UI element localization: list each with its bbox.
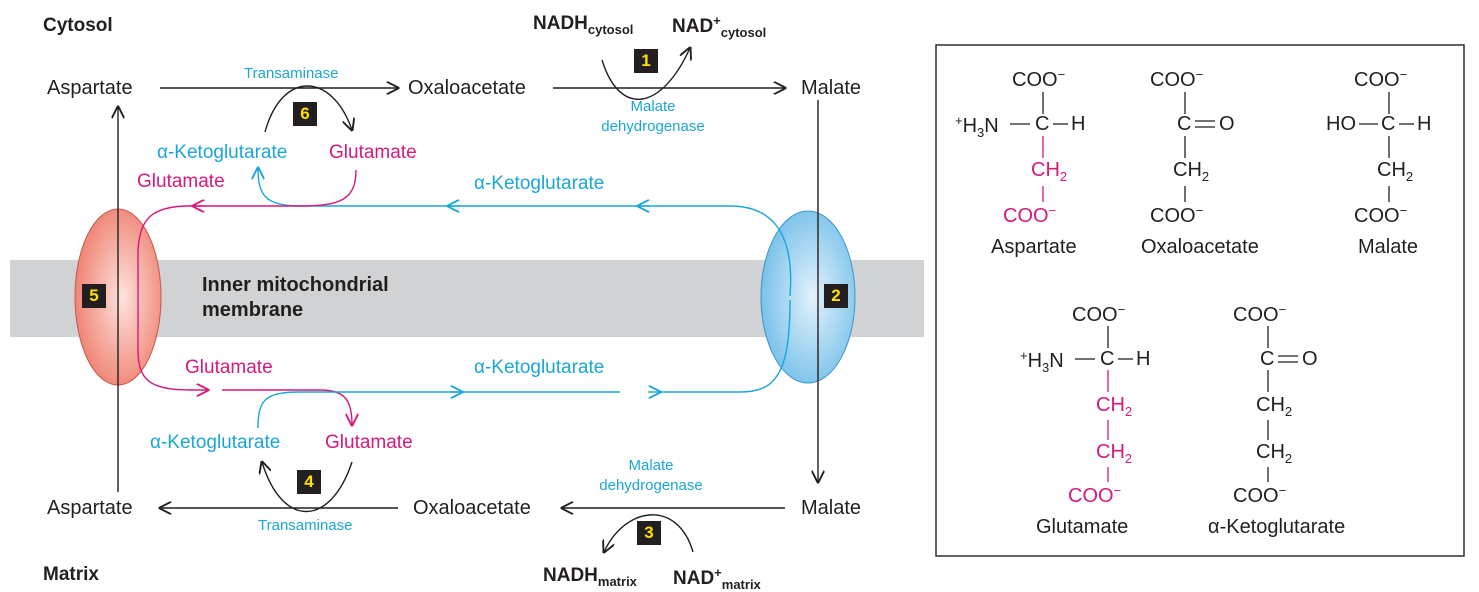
glutamate-alpha-c: C: [1100, 348, 1115, 370]
oxaloacetate-name: Oxaloacetate: [1141, 236, 1259, 258]
akg-ch2-2: CH2: [1256, 441, 1293, 466]
malate-coo-top: COO−: [1354, 67, 1408, 91]
glutamate-cytosol-transaminase: Glutamate: [329, 142, 417, 163]
malate-matrix: Malate: [801, 497, 862, 519]
akg-c: C: [1260, 348, 1275, 370]
glu-path-cytosol: [137, 169, 357, 390]
oxaloacetate-o: O: [1219, 113, 1235, 135]
curve-step-6: [264, 85, 352, 132]
malate-cytosol: Malate: [801, 77, 862, 99]
oxaloacetate-matrix: Oxaloacetate: [413, 497, 531, 519]
curve-step-1: [601, 48, 690, 100]
akg-path-matrix: [257, 391, 620, 429]
oxaloacetate-coo-top: COO−: [1150, 67, 1204, 91]
akg-bonds: [1267, 326, 1298, 482]
membrane-label-line1: Inner mitochondrial: [202, 274, 389, 296]
akg-ch2-1: CH2: [1256, 394, 1293, 419]
malate-coo-bottom: COO−: [1354, 203, 1408, 227]
step-3-badge: 3: [637, 521, 661, 545]
step-1-badge: 1: [634, 49, 658, 73]
glutamate-cytosol-transport: Glutamate: [137, 171, 225, 192]
curve-step-3: [604, 514, 694, 552]
matrix-label: Matrix: [43, 564, 99, 585]
nad-cytosol: NAD+cytosol: [672, 13, 767, 40]
step-6-badge: 6: [293, 102, 317, 126]
membrane-label-line2: membrane: [202, 299, 304, 321]
malate-ch2: CH2: [1377, 159, 1414, 184]
malate-dh-cytosol-line2: dehydrogenase: [601, 118, 705, 135]
transporter-2-ellipse: [760, 210, 856, 384]
oxaloacetate-coo-bottom: COO−: [1150, 203, 1204, 227]
aspartate-h3n: +H3N: [955, 113, 999, 140]
glutamate-ch2-1: CH2: [1096, 394, 1133, 419]
nad-matrix: NAD+matrix: [673, 565, 761, 592]
malate-name: Malate: [1358, 236, 1419, 258]
glutamate-bonds: [1075, 326, 1133, 360]
glutamate-coo-side: COO−: [1068, 483, 1122, 507]
akg-matrix-transaminase: α-Ketoglutarate: [150, 432, 281, 453]
structures-box: [935, 44, 1465, 557]
akg-path-matrix-exit: [660, 299, 791, 393]
malate-dh-matrix-line1: Malate: [628, 457, 674, 474]
glutamate-ch2-2: CH2: [1096, 441, 1133, 466]
aspartate-ch2: CH2: [1031, 159, 1068, 184]
cytosol-label: Cytosol: [43, 15, 113, 36]
curve-step-4: [262, 462, 353, 513]
step-2-badge: 2: [824, 284, 848, 308]
akg-coo-top: COO−: [1233, 302, 1287, 326]
glutamate-matrix-transport: Glutamate: [185, 357, 273, 378]
aspartate-h: H: [1071, 113, 1086, 135]
nadh-matrix: NADHmatrix: [543, 565, 637, 589]
glu-path-matrix: [222, 389, 352, 425]
malate-dh-matrix-line2: dehydrogenase: [599, 477, 703, 494]
glutamate-h3n: +H3N: [1020, 348, 1064, 375]
malate-dh-cytosol-line1: Malate: [630, 98, 676, 115]
malate-bonds: [1359, 92, 1414, 202]
malate-c: C: [1381, 113, 1396, 135]
oxaloacetate-bonds: [1184, 92, 1215, 202]
aspartate-bonds: [1010, 92, 1068, 125]
oxaloacetate-cytosol: Oxaloacetate: [408, 77, 526, 99]
akg-coo-bottom: COO−: [1233, 483, 1287, 507]
akg-path-cytosol: [258, 168, 792, 297]
step-4-badge: 4: [297, 470, 321, 494]
aspartate-cytosol: Aspartate: [47, 77, 133, 99]
glutamate-h: H: [1136, 348, 1151, 370]
step-5-badge: 5: [82, 284, 106, 308]
malate-ho: HO: [1326, 113, 1356, 135]
nadh-cytosol: NADHcytosol: [533, 13, 634, 37]
akg-cytosol-transport: α-Ketoglutarate: [474, 173, 605, 194]
akg-o: O: [1302, 348, 1318, 370]
oxaloacetate-c: C: [1177, 113, 1192, 135]
aspartate-matrix: Aspartate: [47, 497, 133, 519]
glutamate-coo-top: COO−: [1072, 302, 1126, 326]
glutamate-name: Glutamate: [1036, 516, 1129, 538]
malate-h: H: [1417, 113, 1432, 135]
oxaloacetate-ch2: CH2: [1173, 159, 1210, 184]
aspartate-alpha-c: C: [1035, 113, 1050, 135]
aspartate-name: Aspartate: [991, 236, 1077, 258]
akg-cytosol-transaminase: α-Ketoglutarate: [157, 142, 288, 163]
aspartate-coo-side: COO−: [1003, 203, 1057, 227]
akg-name: α-Ketoglutarate: [1208, 516, 1346, 538]
transaminase-matrix: Transaminase: [258, 517, 353, 534]
akg-matrix-transport: α-Ketoglutarate: [474, 357, 605, 378]
aspartate-coo-top: COO−: [1012, 67, 1066, 91]
transaminase-cytosol: Transaminase: [244, 65, 339, 82]
glutamate-matrix-transaminase: Glutamate: [325, 432, 413, 453]
